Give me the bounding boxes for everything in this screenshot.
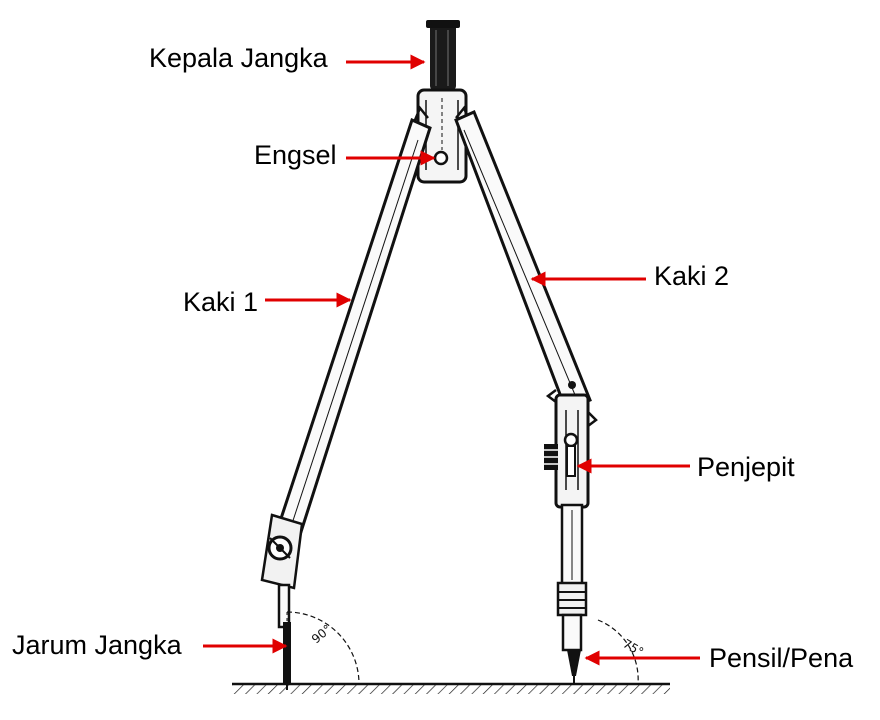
leg-2 [454, 109, 592, 412]
leg-1 [260, 117, 432, 629]
label-hinge: Engsel [254, 140, 337, 170]
compass-head [426, 20, 460, 90]
label-leg-2: Kaki 2 [654, 261, 730, 291]
label-clamp: Penjepit [697, 452, 795, 482]
label-leg-1: Kaki 1 [183, 287, 259, 317]
ground-line [232, 682, 670, 694]
needle-angle-label: 90° [309, 622, 334, 646]
callout-arrows [203, 54, 700, 666]
clamp [544, 389, 598, 509]
pencil-holder [556, 503, 588, 652]
needle: 90° [283, 611, 360, 690]
label-compass-head: Kepala Jangka [149, 43, 328, 73]
label-needle: Jarum Jangka [12, 630, 182, 660]
label-pencil: Pensil/Pena [709, 643, 854, 673]
